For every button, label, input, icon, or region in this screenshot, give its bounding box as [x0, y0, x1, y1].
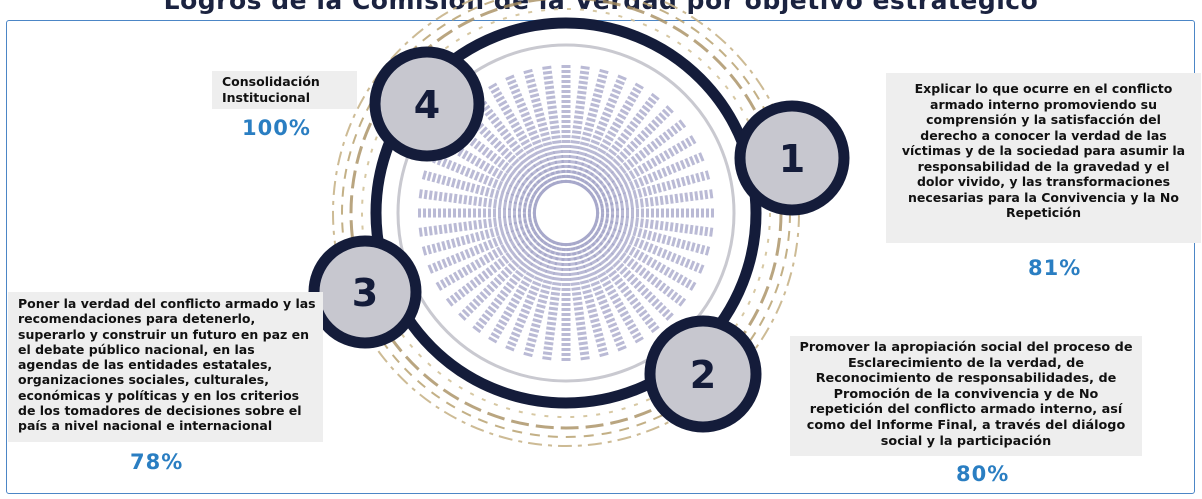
- stage-2-percent: 80%: [956, 462, 1010, 486]
- stage-3-number: 3: [352, 271, 378, 315]
- stage-1-description: Explicar lo que ocurre en el conflicto a…: [886, 73, 1201, 243]
- stage-4-number: 4: [414, 83, 440, 127]
- title-strip: Logros de la Comisión de la Verdad por o…: [0, 0, 1202, 18]
- stage-2-node: [644, 315, 762, 433]
- stage-1-number: 1: [779, 137, 805, 181]
- stage-1-node: [734, 100, 850, 216]
- stage-3-percent: 78%: [130, 450, 184, 474]
- content-frame: [6, 20, 1195, 494]
- stage-3-description: Poner la verdad del conflicto armado y l…: [8, 292, 323, 442]
- stage-4-node: [369, 46, 485, 162]
- stage-1-percent: 81%: [1028, 256, 1082, 280]
- stage-4-percent: 100%: [242, 116, 311, 140]
- stage-2-description: Promover la apropiación social del proce…: [790, 336, 1142, 456]
- stage-4-description: Consolidación Institucional: [212, 71, 357, 109]
- stage-2-number: 2: [690, 353, 716, 397]
- page-title: Logros de la Comisión de la Verdad por o…: [163, 0, 1039, 15]
- stage-nodes: 1 2 3 4: [308, 46, 850, 433]
